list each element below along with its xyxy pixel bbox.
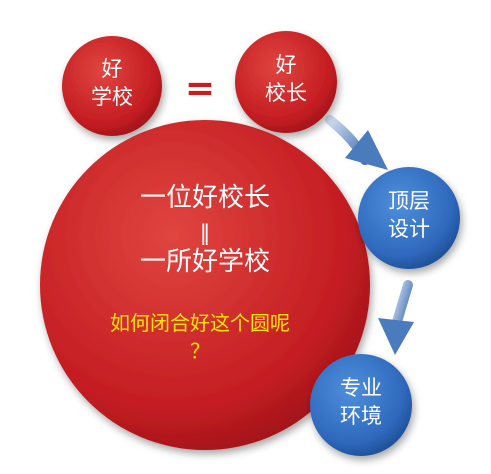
arrow-principal-to-design xyxy=(325,115,388,170)
good-school-line1: 好 xyxy=(102,57,123,81)
good-school-circle xyxy=(62,36,162,136)
professional-env-line2: 环境 xyxy=(340,404,382,428)
center-equals: ‖ xyxy=(200,221,211,246)
good-principal-line2: 校长 xyxy=(265,81,307,105)
good-principal-line1: 好 xyxy=(276,53,297,77)
top-design-line2: 设计 xyxy=(388,217,430,241)
good-principal-circle xyxy=(235,31,337,133)
top-design-circle xyxy=(358,167,460,269)
center-circle xyxy=(40,120,370,450)
center-question-mark: ？ xyxy=(190,339,210,363)
center-question: 如何闭合好这个圆呢 xyxy=(110,311,290,335)
professional-env-line1: 专业 xyxy=(340,376,382,400)
center-line2: 一所好学校 xyxy=(140,247,270,277)
arrow-design-to-environment xyxy=(378,280,414,355)
center-line1: 一位好校长 xyxy=(140,183,270,213)
professional-env-circle xyxy=(310,354,412,456)
equals-sign: = xyxy=(185,68,215,109)
good-school-line2: 学校 xyxy=(91,85,133,109)
top-design-line1: 顶层 xyxy=(388,189,430,213)
